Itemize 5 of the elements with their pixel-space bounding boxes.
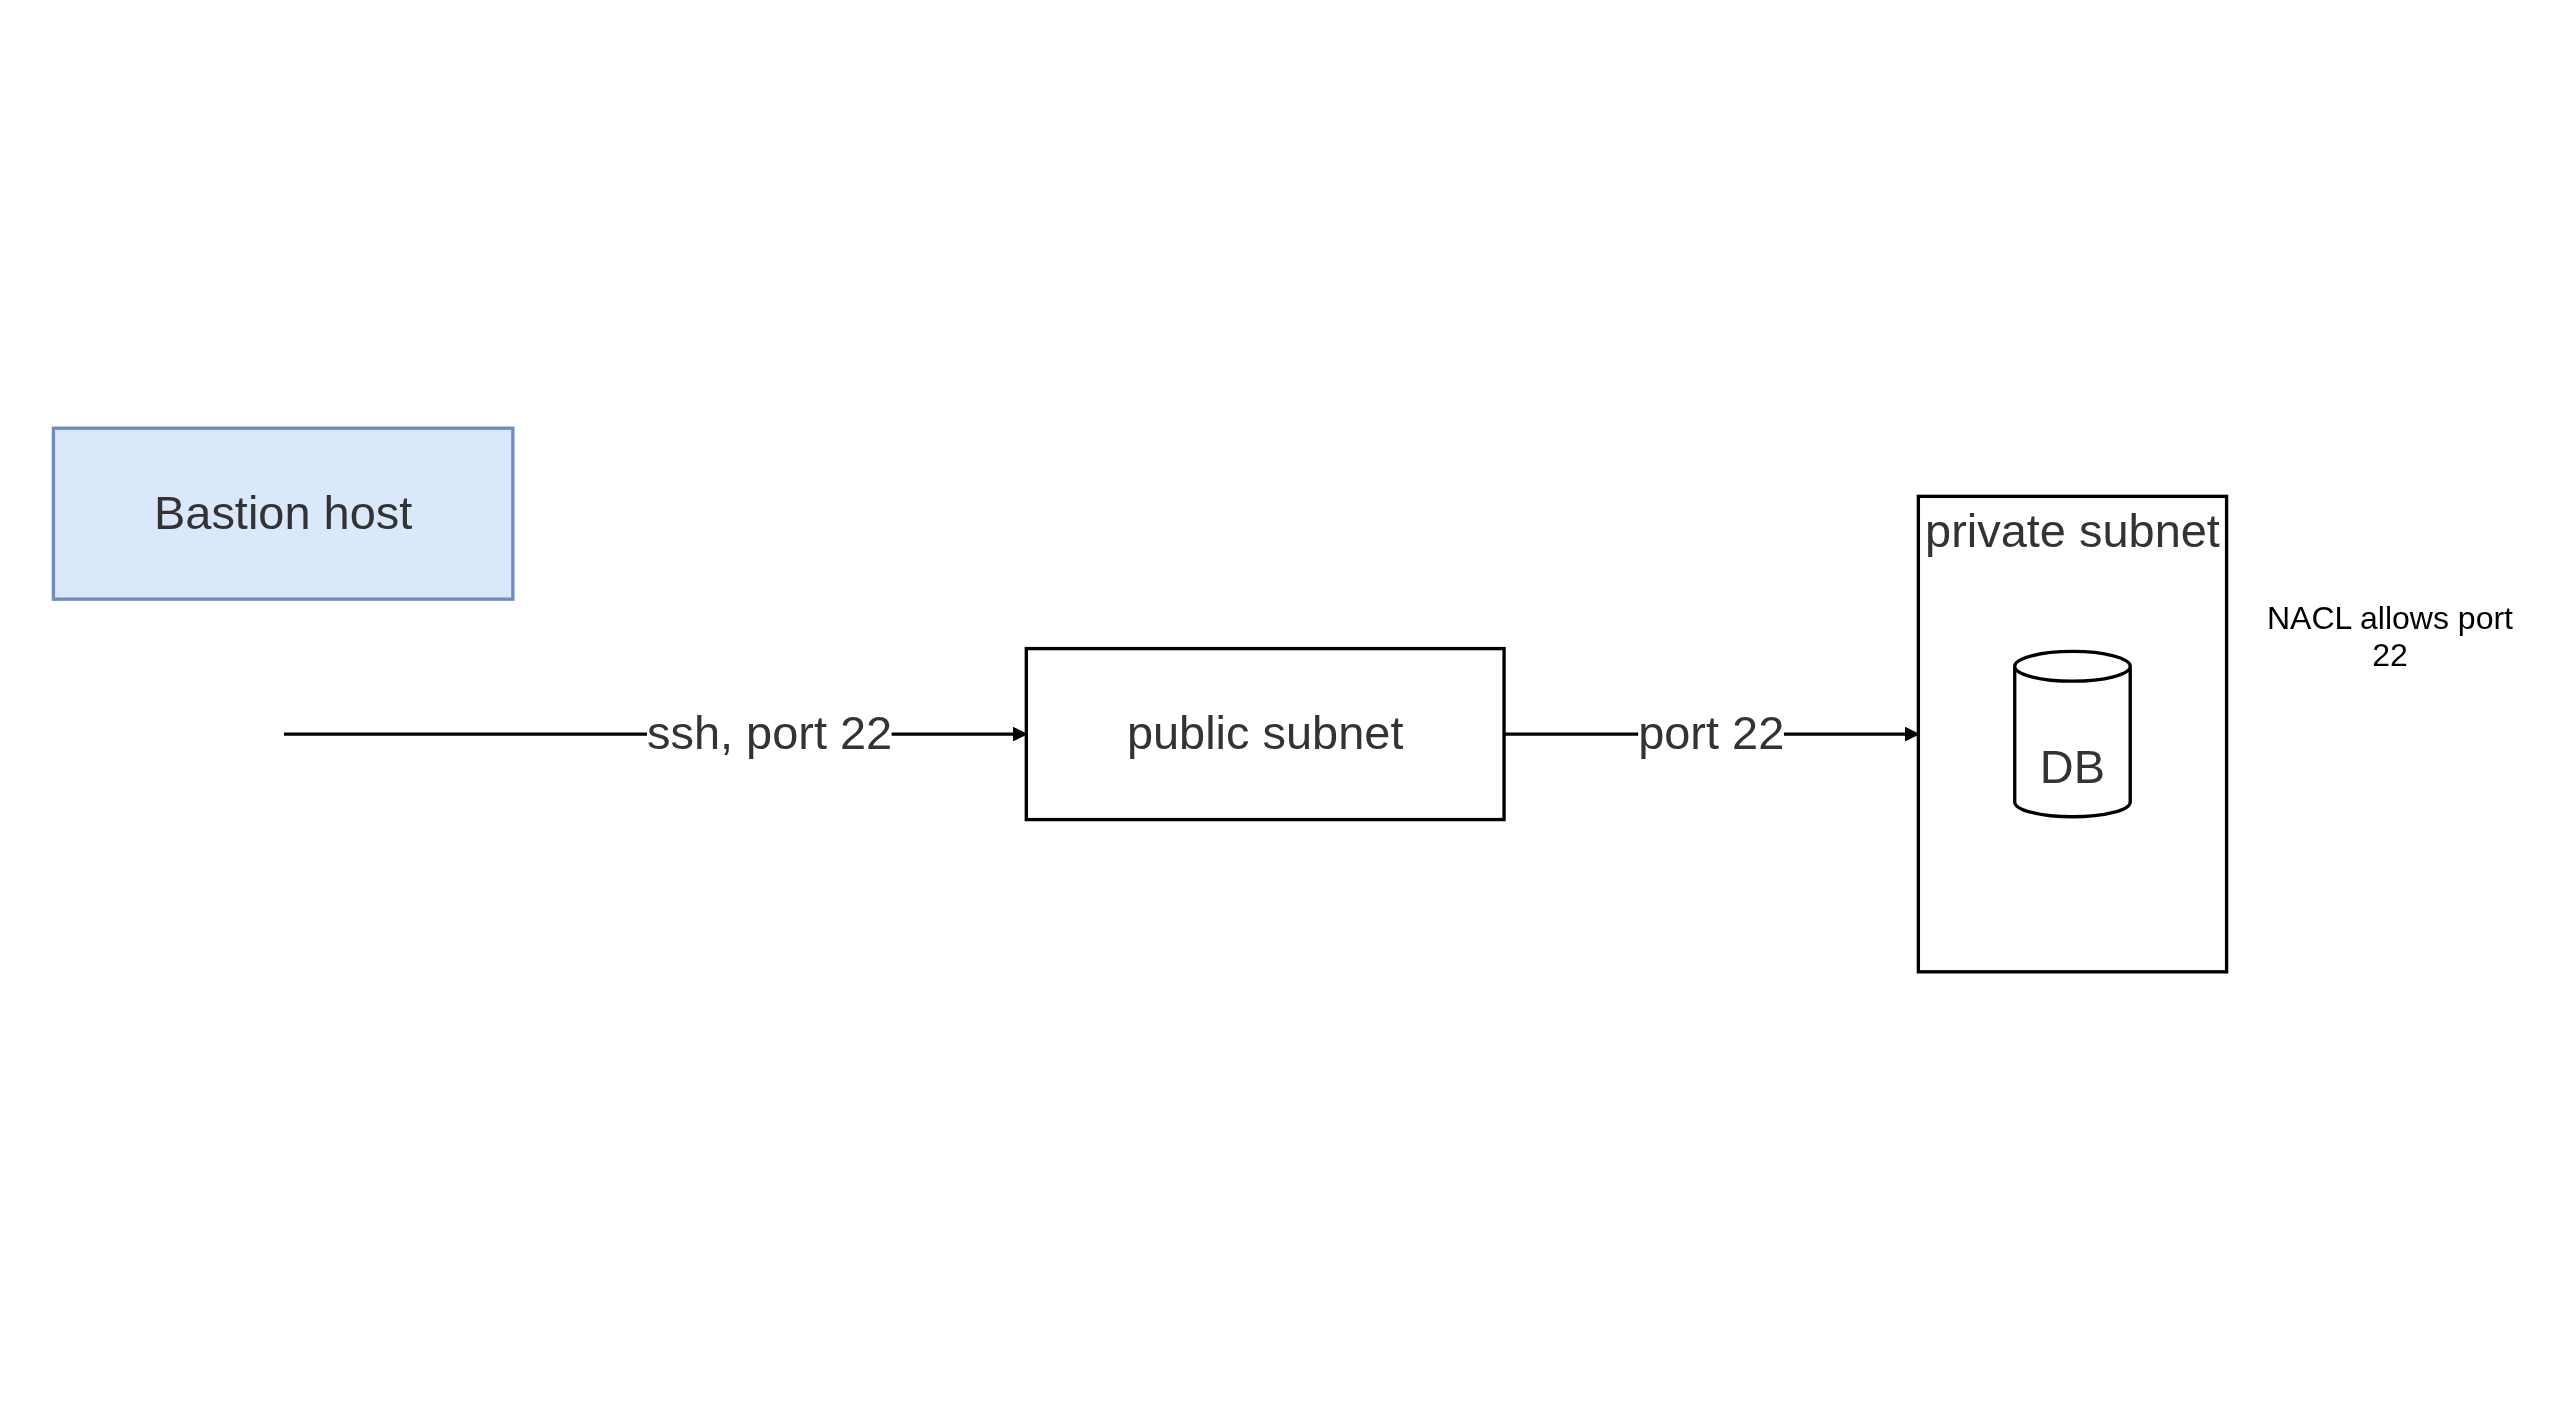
note-text: NACL allows port 22 xyxy=(2266,600,2514,674)
node-box: Bastion host xyxy=(51,426,515,601)
edge-label: ssh, port 22 xyxy=(646,707,893,760)
node-box: public subnet xyxy=(1024,646,1506,822)
edge-label: port 22 xyxy=(1638,707,1785,760)
